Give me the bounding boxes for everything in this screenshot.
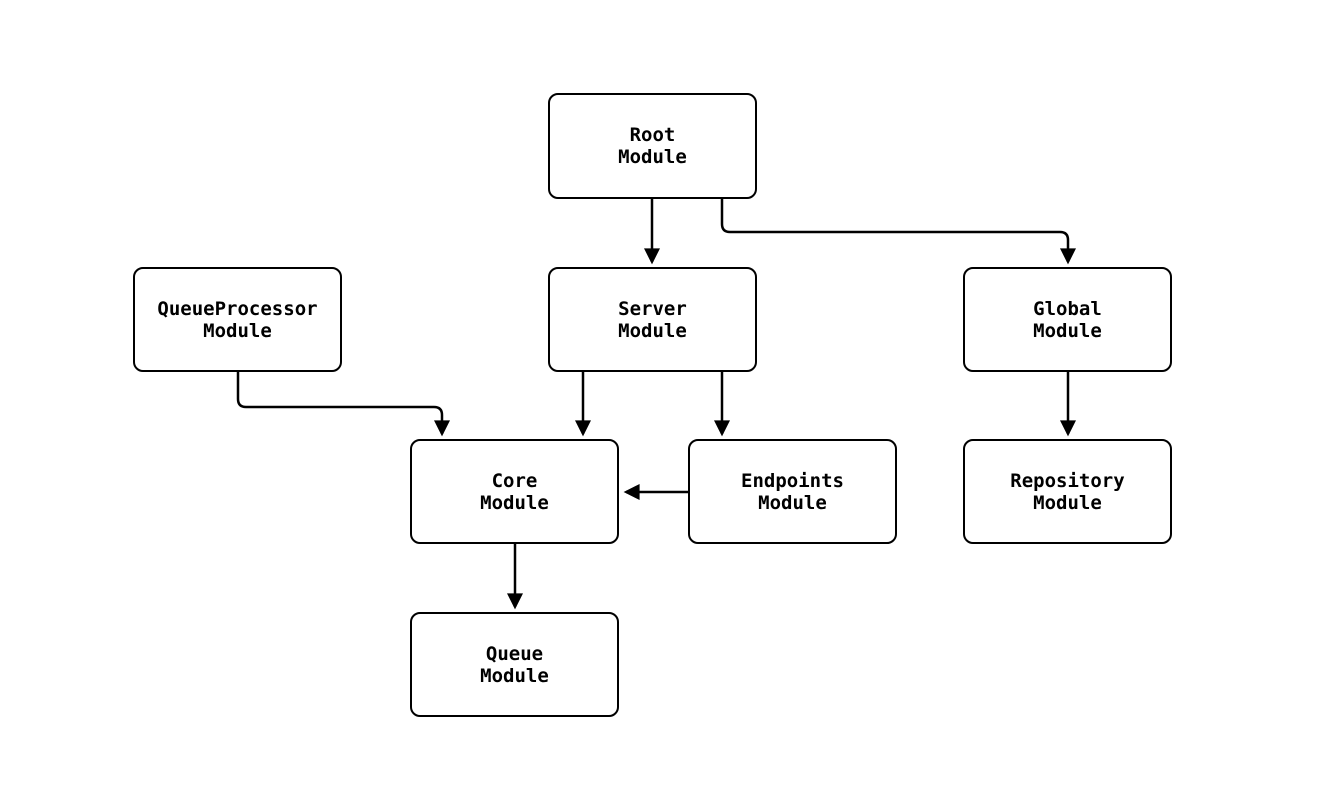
node-server-module: Server Module <box>548 267 757 372</box>
node-label-line1: Queue <box>485 642 544 665</box>
node-label-line2: Module <box>480 491 549 514</box>
edge-root-to-global <box>720 199 1076 265</box>
node-global-module: Global Module <box>963 267 1172 372</box>
node-label-line1: Global <box>1033 297 1102 320</box>
node-label-line2: Module <box>618 319 687 342</box>
node-repository-module: Repository Module <box>963 439 1172 544</box>
node-label-line2: Module <box>480 664 549 687</box>
node-queueprocessor-module: QueueProcessor Module <box>133 267 342 372</box>
node-label-line1: Root <box>629 124 676 146</box>
node-label-line1: Endpoints <box>741 469 844 492</box>
node-core-module: Core Module <box>410 439 619 544</box>
node-label-line2: Module <box>758 491 827 514</box>
node-label-line1: Core <box>491 469 538 492</box>
node-root-module: Root Module <box>548 93 757 199</box>
node-label-line1: Repository <box>1010 469 1125 492</box>
node-endpoints-module: Endpoints Module <box>688 439 897 544</box>
node-label-line1: QueueProcessor <box>157 297 318 320</box>
node-label-line2: Module <box>618 146 687 168</box>
node-label-line2: Module <box>1033 491 1102 514</box>
node-label-line2: Module <box>203 319 272 342</box>
edge-queueprocessor-to-core <box>236 372 450 437</box>
node-label-line1: Server <box>618 297 687 320</box>
node-queue-module: Queue Module <box>410 612 619 717</box>
node-label-line2: Module <box>1033 319 1102 342</box>
